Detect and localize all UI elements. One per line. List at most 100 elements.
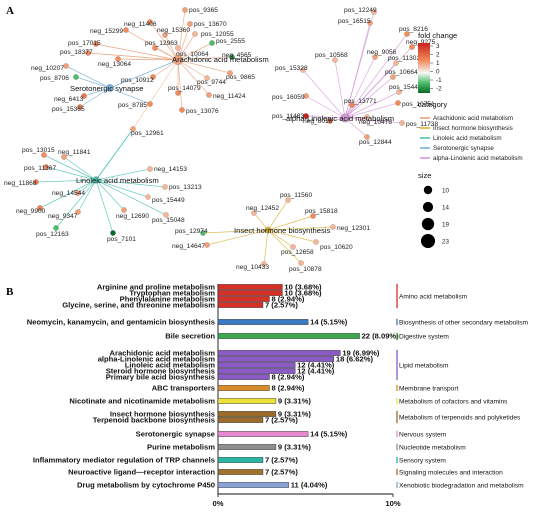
node-label-pos-15449: pos_15449: [152, 197, 185, 204]
bar-value-neuroactive-ligand-receptor-interaction: 7 (2.57%): [265, 467, 298, 476]
bar-linoleic-acid-metabolism: [217, 362, 296, 368]
bar-value-alpha-linolenic-acid-metabolism: 18 (6.62%): [336, 354, 374, 363]
node-label-pos-15048: pos_15048: [152, 217, 185, 224]
node-pos-13015: [41, 152, 47, 158]
node-label-pos-9744: pos_9744: [197, 79, 226, 86]
node-pos-17015: [93, 41, 99, 47]
node-label-neg-10207: neg_10207: [31, 65, 64, 72]
size-label-23: 23: [442, 239, 450, 246]
node-label-pos-12658: pos_12658: [281, 249, 314, 256]
bar-label-drug-metabolism-by-cytochrome-p450: Drug metabolism by cytochrome P450: [77, 480, 215, 489]
node-pos-15048: [163, 212, 169, 218]
edge-neg-15299: [125, 29, 179, 61]
category-label-signaling-molecules-and-interaction: Signaling molecules and interaction: [399, 469, 503, 476]
node-pos-13670: [187, 21, 193, 27]
edge-pos-15446: [344, 91, 400, 119]
bar-label-alpha-linolenic-acid-metabolism: alpha-Linolenic acid metabolism: [98, 354, 216, 363]
bar-value-neomycin-kanamycin-and-gentamicin-biosynthesis: 14 (5.15%): [310, 317, 348, 326]
node-neg-10433: [261, 261, 267, 267]
edge-pos-9865: [177, 59, 231, 74]
fc-tick-3: 0: [436, 69, 440, 76]
node-pos-15818: [310, 213, 316, 219]
node-pos-15449: [145, 194, 151, 200]
node-pos-8706: [73, 74, 79, 80]
node-label-pos-10064: pos_10064: [176, 51, 209, 58]
node-label-neg-11841: neg_11841: [58, 149, 91, 156]
node-pos-9744: [204, 75, 210, 81]
bar-label-inflammatory-mediator-regulation-of-trp-channels: Inflammatory mediator regulation of TRP …: [33, 455, 215, 464]
node-label-neg-14153: neg_14153: [154, 166, 187, 173]
node-neg-14153: [147, 166, 153, 172]
node-label-neg-14647: neg_14647: [172, 243, 205, 250]
category-title: category: [418, 100, 447, 109]
node-label-neg-9900: neg_9900: [16, 208, 46, 215]
node-label-pos-16059: pos_16059: [272, 94, 305, 101]
edge-pos-2555: [177, 42, 213, 61]
bar-serotonergic-synapse: [217, 431, 309, 437]
category-label-sensory-system: Sensory system: [399, 457, 446, 464]
node-neg-10207: [63, 63, 69, 69]
node-label-neg-9275: neg_9275: [406, 39, 436, 46]
node-pos-14079: [175, 90, 181, 96]
edge-pos-10751: [344, 102, 399, 119]
bar-label-glycine-serine-and-threonine-metabolism: Glycine, serine, and threonine metabolis…: [62, 300, 215, 309]
bar-value-primary-bile-acid-biosynthesis: 8 (2.94%): [271, 372, 304, 381]
category-label-arachidonic-acid-metabolism: Arachidonic acid metabolism: [433, 115, 513, 122]
edge-pos-13015: [43, 154, 97, 181]
node-label-pos-2555: pos_2555: [216, 38, 245, 45]
node-label-neg-15360: neg_15360: [157, 27, 190, 34]
node-label-pos-10912: pos_10912: [121, 77, 154, 84]
node-label-pos-12163: pos_12163: [36, 231, 69, 238]
node-label-neg-10433: neg_10433: [236, 264, 269, 271]
edge-neg-11406: [149, 21, 179, 61]
node-pos-7101: [110, 230, 116, 236]
size-circle-10: [423, 185, 433, 195]
hub-label-alpha: alpha-Linolenic acid metabolism: [286, 114, 394, 123]
node-label-pos-9865: pos_9865: [226, 74, 255, 81]
bar-inflammatory-mediator-regulation-of-trp-channels: [217, 457, 264, 463]
node-neg-8016: [327, 118, 333, 124]
hub-serotonergic: [106, 84, 114, 92]
node-label-neg-9347: neg_9347: [48, 213, 78, 220]
x-tick-label-0: 0%: [213, 499, 224, 508]
node-pos-12961: [130, 126, 136, 132]
node-label-pos-16515: pos_16515: [338, 18, 371, 25]
fc-tick-2: 1: [436, 60, 440, 67]
bar-arginine-and-proline-metabolism: [217, 284, 283, 290]
fold-change-title: fold change: [418, 31, 457, 40]
bar-tryptophan-metabolism: [217, 290, 283, 296]
bar-label-abc-transporters: ABC transporters: [152, 383, 215, 392]
edge-pos-12658: [267, 229, 294, 248]
node-label-neg-4565: neg_4565: [222, 52, 252, 59]
node-pos-10664: [390, 74, 396, 80]
edge-pos-12974: [202, 229, 269, 234]
size-circle-23: [420, 233, 436, 249]
node-pos-10912: [150, 74, 156, 80]
size-label-10: 10: [442, 188, 450, 195]
edge-neg-9056: [344, 56, 376, 119]
node-pos-12163: [53, 225, 59, 231]
fc-tick-4: -1: [436, 77, 442, 84]
bar-label-serotonergic-synapse: Serotonergic synapse: [136, 429, 215, 438]
fc-tick-5: -2: [436, 86, 442, 93]
bar-drug-metabolism-by-cytochrome-p450: [217, 482, 289, 488]
node-pos-11738: [399, 120, 405, 126]
category-label-nucleotide-metabolism: Nucleotide metabolism: [399, 444, 466, 451]
edge-neg-11841: [63, 156, 97, 181]
node-label-neg-8016: neg_8016: [303, 118, 333, 125]
edge-pos-10912: [152, 59, 179, 78]
node-label-neg-14544: neg_14544: [52, 190, 85, 197]
node-pos-12963: [152, 45, 158, 51]
node-neg-9275: [409, 44, 415, 50]
edge-neg-12452: [253, 212, 269, 231]
node-label-neg-13064: neg_13064: [98, 61, 131, 68]
edge-pos-7101: [95, 179, 114, 234]
node-pos-9365: [182, 7, 188, 13]
node-label-pos-11738: pos_11738: [406, 121, 438, 128]
size-title: size: [418, 171, 432, 180]
node-neg-9347: [75, 209, 81, 215]
edge-extra-pos-18377: [87, 52, 179, 61]
edge-pos-10620: [267, 229, 317, 243]
